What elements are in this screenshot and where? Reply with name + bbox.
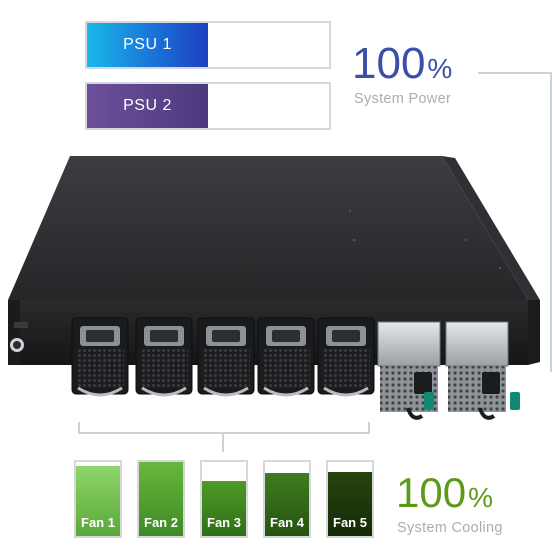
psu-2-label: PSU 2 — [123, 97, 172, 114]
system-cooling-unit: % — [468, 482, 493, 513]
system-cooling-number: 100 — [396, 469, 467, 516]
fan-2-fill — [139, 462, 183, 536]
fan-bracket-left — [78, 422, 80, 434]
fan-1-fill — [76, 465, 120, 536]
fan-4-label: Fan 4 — [270, 515, 304, 530]
fan-bracket-right — [368, 422, 370, 434]
fan-5-bar: Fan 5 — [326, 460, 374, 538]
fan-modules — [71, 317, 375, 397]
fan-5-fill — [328, 471, 372, 536]
psu-modules — [377, 321, 520, 420]
fan-3-label: Fan 3 — [207, 515, 241, 530]
fan-1-bar: Fan 1 — [74, 460, 122, 538]
system-power-number: 100 — [352, 39, 426, 88]
system-power-value: 100% — [352, 42, 452, 86]
system-power-label: System Power — [354, 91, 452, 107]
switch-top-surface — [8, 156, 528, 300]
fan-bracket-stem — [222, 432, 224, 452]
fan-4-fill — [265, 473, 309, 536]
system-cooling-value: 100% — [396, 472, 493, 514]
fan-4-bar: Fan 4 — [263, 460, 311, 538]
fan-2-bar: Fan 2 — [137, 460, 185, 538]
fan-bracket-base — [78, 432, 370, 434]
system-cooling-label: System Cooling — [397, 520, 503, 536]
psu-2-fill: PSU 2 — [87, 84, 208, 128]
psu-2-bar: PSU 2 — [85, 82, 331, 130]
power-connector-drop — [550, 72, 552, 372]
switch-front-panel — [8, 300, 528, 365]
power-connector-line — [478, 72, 552, 74]
fan-1-label: Fan 1 — [81, 515, 115, 530]
fan-5-label: Fan 5 — [333, 515, 367, 530]
system-power-unit: % — [427, 53, 453, 84]
fan-2-label: Fan 2 — [144, 515, 178, 530]
brand-logo-icon — [10, 338, 24, 352]
fan-3-fill — [202, 480, 246, 536]
fan-3-bar: Fan 3 — [200, 460, 248, 538]
psu-1-fill: PSU 1 — [87, 23, 208, 67]
psu-1-label: PSU 1 — [123, 36, 172, 53]
psu-1-bar: PSU 1 — [85, 21, 331, 69]
